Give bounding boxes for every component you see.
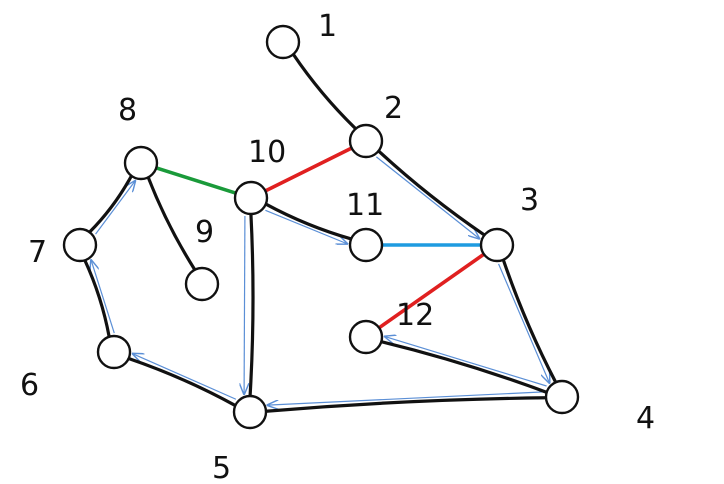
node-label-11: 11 [346,188,384,223]
tree-edge-10-11 [264,202,353,241]
node-12 [348,319,384,355]
tree-edge-1-2 [291,52,358,131]
green-edge-8-10 [155,166,237,195]
node-label-6: 6 [20,368,39,403]
tree-edge-6-7 [83,258,111,339]
tree-edge-2-3 [376,149,487,237]
node-7 [62,227,98,263]
node-label-1: 1 [318,9,337,44]
arrow-edges-layer [91,156,550,405]
arrow-edge-4-5 [268,391,544,405]
node-label-7: 7 [28,235,47,270]
tree-edge-3-4 [501,258,558,384]
tree-edge-7-8 [87,174,134,234]
node-8 [123,145,159,181]
arrow-edge-10-5 [244,215,245,394]
tree-edge-4-5 [264,396,548,413]
node-label-4: 4 [636,401,655,436]
arrow-edge-4-12 [385,337,547,387]
node-label-5: 5 [212,451,231,484]
node-label-9: 9 [195,215,214,250]
colored-edges-layer [155,146,485,330]
nodes-layer [62,24,580,430]
arrow-edge-2-3 [375,156,479,239]
arrow-edge-7-8 [95,181,136,235]
arrow-edge-6-7 [91,260,115,334]
tree-edge-4-12 [379,340,549,394]
tree-edge-8-9 [146,175,197,272]
node-label-12: 12 [396,298,434,333]
node-11 [348,227,384,263]
arrow-edge-5-6 [133,354,237,400]
node-3 [479,227,515,263]
node-label-10: 10 [248,135,286,170]
node-label-8: 8 [118,93,137,128]
node-label-2: 2 [384,91,403,126]
arrow-edge-10-11 [265,209,347,243]
node-10 [233,180,269,216]
node-6 [96,334,132,370]
tree-edges-layer [83,52,558,413]
node-5 [232,394,268,430]
red-edge-3-12 [378,252,485,330]
red-edge-2-10 [264,146,353,193]
node-9 [184,266,220,302]
node-4 [544,379,580,415]
tree-edge-5-10 [248,212,255,398]
node-1 [265,24,301,60]
node-2 [348,123,384,159]
node-label-3: 3 [520,183,539,218]
arrow-edge-3-4 [498,263,550,383]
tree-edge-5-6 [127,356,237,408]
